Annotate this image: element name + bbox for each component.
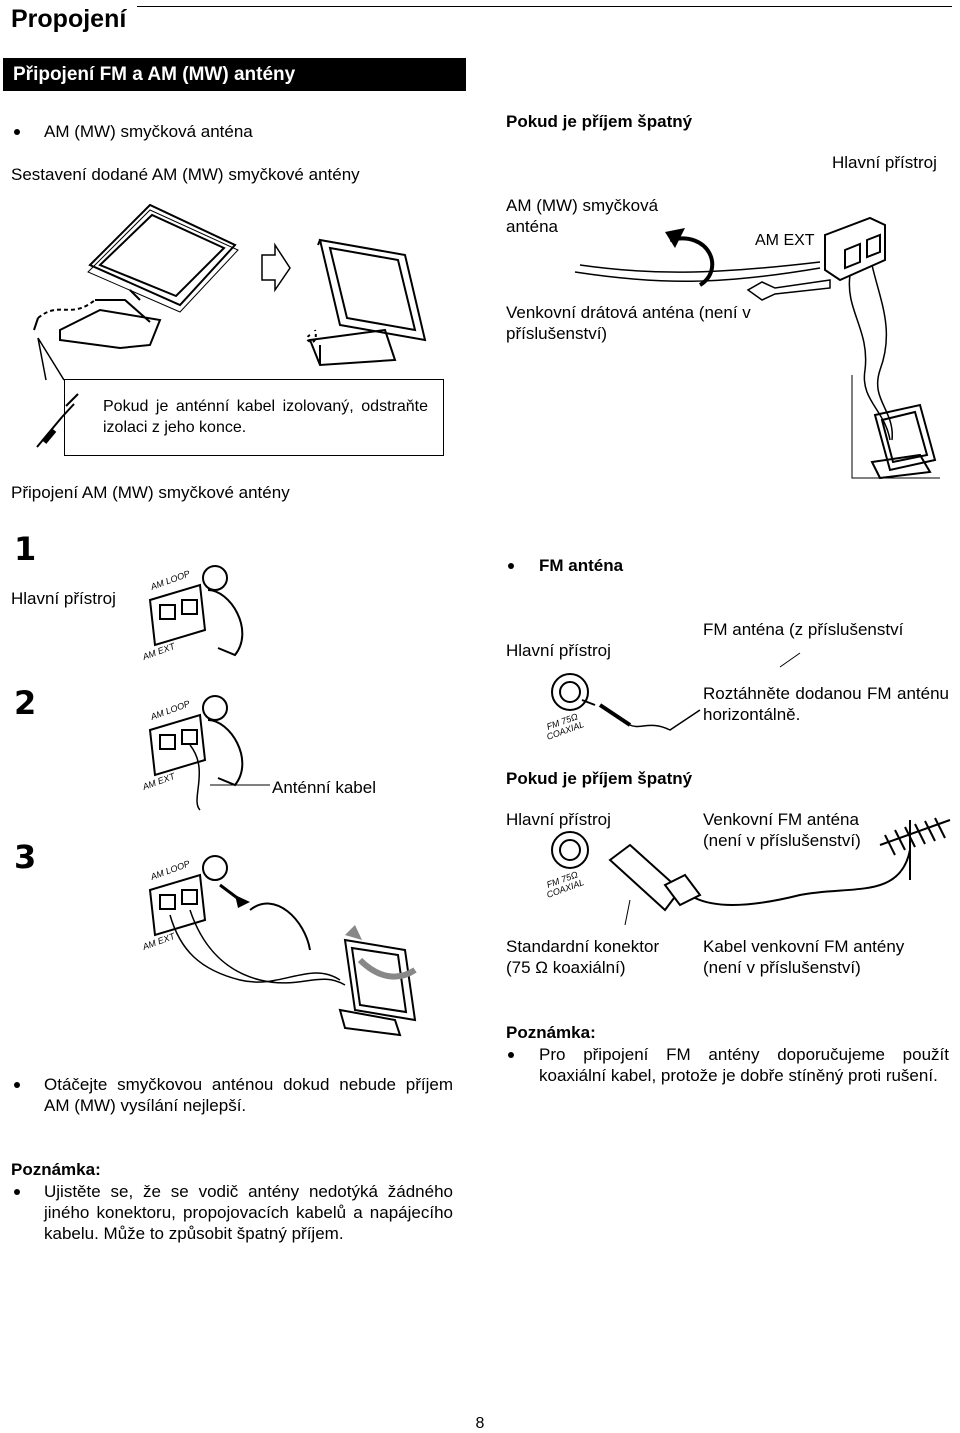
outdoor-wire-label: Venkovní drátová anténa (není v přísluše…: [506, 303, 751, 343]
fm-note-heading: Poznámka:: [506, 1023, 596, 1042]
poor-reception-am-heading: Pokud je příjem špatný: [506, 112, 693, 131]
fm-antenna-heading: FM anténa: [539, 556, 624, 575]
fm-cable-label: Kabel venkovní FM antény (není v přísluš…: [703, 937, 905, 977]
step-3: 3: [14, 838, 37, 876]
outdoor-fm-label: Venkovní FM anténa (není v příslušenství…: [703, 810, 861, 850]
bullet-am-loop: [14, 129, 20, 135]
header-rule: [137, 6, 952, 7]
am-terminal-step-illustrations: AM LOOP AM EXT AM LOOP AM EXT AM LOOP AM…: [140, 565, 417, 1037]
am-loop-antenna-label: AM (MW) smyčková anténa: [506, 196, 659, 236]
assembly-heading: Sestavení dodané AM (MW) smyčkové antény: [11, 165, 360, 184]
bullet-rotate-tip: [14, 1082, 20, 1088]
outdoor-am-wire-illustration: [574, 216, 940, 480]
fm-antenna-illustration: FM 75Ω COAXIAL FM 75Ω COAXIAL: [545, 652, 951, 926]
std-connector-label: Standardní konektor (75 Ω koaxiální): [506, 937, 660, 977]
bullet-fm-note: [508, 1052, 514, 1058]
loop-antenna-assembly-illustration: [33, 203, 427, 381]
callout-text: Pokud je anténní kabel izolovaný, odstra…: [103, 398, 428, 436]
main-unit-label-top: Hlavní přístroj: [832, 153, 937, 172]
step-2: 2: [14, 684, 37, 722]
bottom-note-heading: Poznámka:: [11, 1160, 101, 1179]
bullet-bottom-note: [14, 1189, 20, 1195]
bullet-fm-antenna: [508, 563, 514, 569]
fm-main-unit-label: Hlavní přístroj: [506, 641, 611, 660]
am-ext-label: AM EXT: [755, 232, 815, 249]
rotate-tip-text: Otáčejte smyčkovou anténou dokud nebude …: [44, 1075, 453, 1115]
page-number: 8: [475, 1415, 485, 1432]
fm-poor-main-unit-label: Hlavní přístroj: [506, 810, 611, 829]
fm-note-text: Pro připojení FM antény doporučujeme pou…: [539, 1045, 949, 1085]
connect-am-heading: Připojení AM (MW) smyčkové antény: [11, 483, 290, 502]
section-heading: Připojení FM a AM (MW) antény: [3, 58, 466, 91]
step-1: 1: [14, 530, 37, 568]
main-unit-label-step1: Hlavní přístroj: [11, 589, 116, 608]
am-loop-label: AM (MW) smyčková anténa: [44, 122, 253, 141]
page-title: Propojení: [11, 5, 127, 33]
fm-antenna-label: FM anténa (z příslušenství: [703, 620, 904, 639]
fm-extend-tip: Roztáhněte dodanou FM anténu horizontáln…: [703, 684, 949, 724]
bottom-note-text: Ujistěte se, že se vodič antény nedotýká…: [44, 1182, 453, 1243]
antenna-cable-label: Anténní kabel: [272, 778, 376, 797]
insulation-callout: [64, 379, 444, 456]
stripped-wire-icon: [36, 393, 79, 448]
fm-poor-reception-heading: Pokud je příjem špatný: [506, 769, 693, 788]
